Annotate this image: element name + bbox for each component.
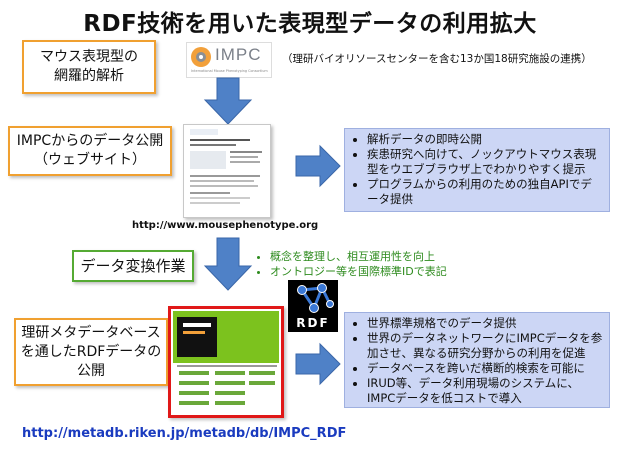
step3-point: オントロジー等を国際標準IDで表記 (270, 264, 447, 279)
right-arrow-1 (295, 144, 341, 188)
rdf-graph-icon (297, 283, 334, 313)
metadb-screenshot (168, 306, 284, 418)
step2-line2: （ウェブサイト） (34, 152, 146, 168)
step2-points-box: 解析データの即時公開 疾患研究へ向けて、ノックアウトマウス表現型をウエブブラウザ… (344, 128, 610, 212)
down-arrow-1 (203, 77, 253, 125)
step4-line1: 理研メタデータベース (21, 324, 161, 341)
step4-point: 世界標準規格でのデータ提供 (367, 316, 603, 331)
page-title: RDF技術を用いた表現型データの利用拡大 (83, 11, 537, 37)
impc-logo-text: IMPC (215, 45, 262, 64)
step4-line2: を通したRDFデータの (20, 343, 162, 360)
step2-point: 疾患研究へ向けて、ノックアウトマウス表現型をウエブブラウザ上でわかりやすく提示 (367, 147, 603, 177)
right-arrow-2 (295, 342, 341, 386)
step4-point: IRUD等、データ利用現場のシステムに、IMPCデータを低コストで導入 (367, 376, 603, 406)
step4-point: データベースを跨いだ横断的検索を可能に (367, 361, 603, 376)
impc-logo-icon (191, 47, 211, 67)
impc-logo: IMPC International Mouse Phenotyping Con… (186, 42, 272, 78)
step3-box: データ変換作業 (72, 250, 194, 282)
down-arrow-2 (203, 237, 253, 291)
step1-line1: マウス表現型の (40, 49, 138, 65)
step4-box: 理研メタデータベース を通したRDFデータの 公開 (14, 318, 168, 386)
step2-point: 解析データの即時公開 (367, 132, 603, 147)
website-screenshot (183, 124, 271, 218)
step2-point: プログラムからの利用のための独自APIでデータ提供 (367, 177, 603, 207)
step1-line2: 網羅的解析 (54, 68, 124, 84)
website-url[interactable]: http://www.mousephenotype.org (132, 220, 319, 231)
step4-line3: 公開 (77, 362, 105, 379)
step4-points-box: 世界標準規格でのデータ提供 世界のデータネットワークにIMPCデータを参加させ、… (344, 312, 610, 408)
step4-point: 世界のデータネットワークにIMPCデータを参加させ、異なる研究分野からの利用を促… (367, 331, 603, 361)
impc-logo-tagline: International Mouse Phenotyping Consorti… (191, 69, 268, 73)
step2-line1: IMPCからのデータ公開 (16, 133, 164, 149)
step1-box: マウス表現型の 網羅的解析 (22, 40, 156, 94)
step3-point: 概念を整理し、相互運用性を向上 (270, 249, 447, 264)
collaboration-note: （理研バイオリソースセンターを含む13か国18研究施設の連携） (282, 53, 592, 65)
metadb-url[interactable]: http://metadb.riken.jp/metadb/db/IMPC_RD… (22, 426, 347, 441)
step3-points: 概念を整理し、相互運用性を向上 オントロジー等を国際標準IDで表記 (258, 249, 447, 279)
rdf-logo: RDF (288, 280, 338, 332)
rdf-logo-text: RDF (296, 316, 330, 330)
step2-box: IMPCからのデータ公開 （ウェブサイト） (8, 126, 172, 176)
